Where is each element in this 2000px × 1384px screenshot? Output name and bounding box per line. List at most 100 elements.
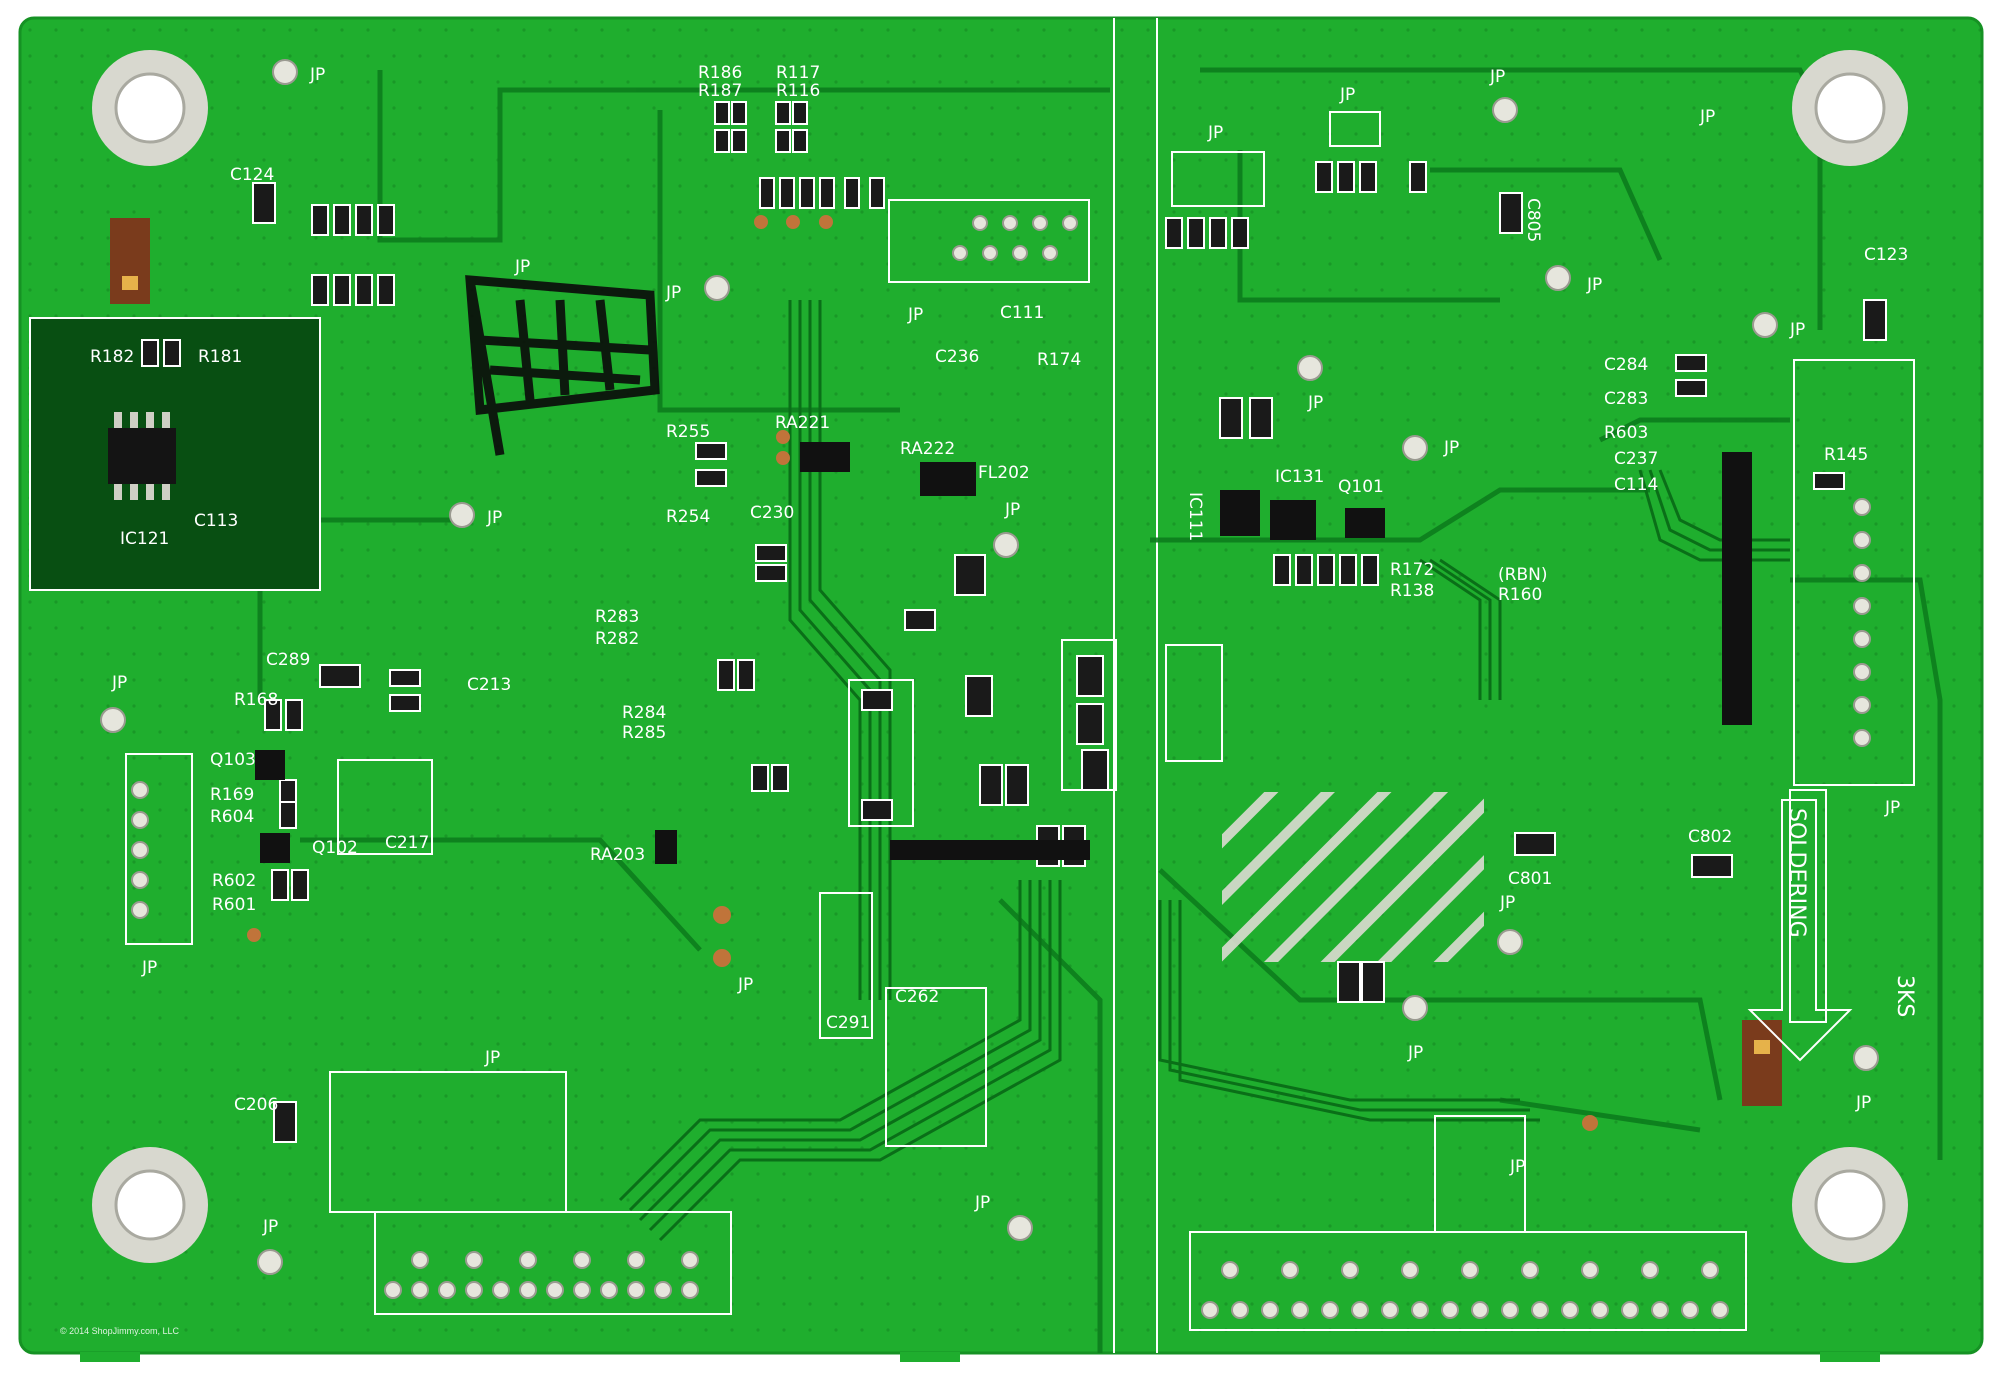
soldering-arrow-icon (1747, 799, 1853, 1062)
label-r603: R603 (1604, 423, 1648, 443)
label-r283: R283 (595, 607, 639, 627)
label-jp-25: JP (1509, 1157, 1525, 1177)
label-r145: R145 (1824, 445, 1868, 465)
label-c206: C206 (234, 1095, 278, 1115)
copyright-text: © 2014 ShopJimmy.com, LLC (60, 1326, 180, 1336)
label-c114: C114 (1614, 475, 1658, 495)
label-jp-18: JP (1499, 893, 1515, 913)
label-jp-7: JP (1489, 67, 1505, 87)
mounting-hole-tl (92, 50, 208, 166)
label-jp-13: JP (486, 508, 502, 528)
label-r186: R186 (698, 63, 742, 83)
mounting-hole-bl (92, 1147, 208, 1263)
label-jp-15: JP (111, 673, 127, 693)
label-r182: R182 (90, 347, 134, 367)
label-jp-10: JP (1789, 320, 1805, 340)
label-r138: R138 (1390, 581, 1434, 601)
label-c113: C113 (194, 511, 238, 531)
label-r601: R601 (212, 895, 256, 915)
label-q102: Q102 (312, 838, 358, 858)
label-q103: Q103 (210, 750, 256, 770)
label-c123: C123 (1864, 245, 1908, 265)
label-r117: R117 (776, 63, 820, 83)
label-r604: R604 (210, 807, 254, 827)
label-r174: R174 (1037, 350, 1081, 370)
silkscreen-outlines (125, 111, 1915, 1331)
label-jp-6: JP (1207, 123, 1223, 143)
label-ra222: RA222 (900, 439, 955, 459)
label-r160: R160 (1498, 585, 1542, 605)
label-jp-22: JP (484, 1048, 500, 1068)
label-jp-2: JP (514, 257, 530, 277)
label-jp-23: JP (974, 1193, 990, 1213)
test-point-brown-left (110, 218, 150, 304)
label-jp-12: JP (1443, 438, 1459, 458)
label-jp-14: JP (1004, 500, 1020, 520)
ic121-chip (108, 428, 176, 484)
label-ic111: IC111 (1185, 492, 1205, 541)
pcb-via-field (20, 18, 1982, 1353)
hatched-copper-area (1222, 792, 1484, 962)
label-r285: R285 (622, 723, 666, 743)
label-jp-17: JP (737, 975, 753, 995)
ink-marking (465, 275, 660, 456)
label-r172: R172 (1390, 560, 1434, 580)
label-jp-20: JP (1884, 798, 1900, 818)
label-c262: C262 (895, 987, 939, 1007)
label-jp-9: JP (1586, 275, 1602, 295)
transistors-and-chips (255, 442, 1752, 864)
label-ic131: IC131 (1275, 467, 1324, 487)
label-c289: C289 (266, 650, 310, 670)
label-jp-8: JP (1699, 107, 1715, 127)
label-rbn: (RBN) (1498, 565, 1547, 585)
label-r116: R116 (776, 81, 820, 101)
label-lot-mark: 3KS (1892, 975, 1917, 1017)
label-jp-5: JP (1339, 85, 1355, 105)
label-r181: R181 (198, 347, 242, 367)
label-c236: C236 (935, 347, 979, 367)
label-c237: C237 (1614, 449, 1658, 469)
label-c802: C802 (1688, 827, 1732, 847)
label-c283: C283 (1604, 389, 1648, 409)
label-jp-11: JP (1307, 393, 1323, 413)
label-q101: Q101 (1338, 477, 1384, 497)
label-jp-19: JP (1407, 1043, 1423, 1063)
label-c284: C284 (1604, 355, 1648, 375)
label-r168: R168 (234, 690, 278, 710)
label-c291: C291 (826, 1013, 870, 1033)
label-r187: R187 (698, 81, 742, 101)
label-jp-16: JP (141, 958, 157, 978)
label-r255: R255 (666, 422, 710, 442)
label-c801: C801 (1508, 869, 1552, 889)
label-jp-24: JP (262, 1217, 278, 1237)
label-c124: C124 (230, 165, 274, 185)
smd-components (141, 101, 1887, 1143)
label-c213: C213 (467, 675, 511, 695)
test-pads (100, 59, 1879, 1275)
label-fl202: FL202 (978, 463, 1030, 483)
label-jp-1: JP (309, 65, 325, 85)
label-jp-21: JP (1855, 1093, 1871, 1113)
label-jp-4: JP (907, 305, 923, 325)
label-ra203: RA203 (590, 845, 645, 865)
orange-pads (247, 215, 1598, 1131)
label-soldering: SOLDERING (1784, 808, 1809, 938)
label-r284: R284 (622, 703, 666, 723)
label-r169: R169 (210, 785, 254, 805)
label-c805: C805 (1523, 198, 1543, 242)
label-r282: R282 (595, 629, 639, 649)
ic121-pins (114, 412, 170, 500)
test-point-brown-right (1742, 1020, 1782, 1106)
label-c217: C217 (385, 833, 429, 853)
label-ra221: RA221 (775, 413, 830, 433)
label-ic121: IC121 (120, 529, 169, 549)
mounting-hole-tr (1792, 50, 1908, 166)
label-r602: R602 (212, 871, 256, 891)
connector-pins (131, 215, 1871, 1319)
label-jp-3: JP (665, 283, 681, 303)
mounting-hole-br (1792, 1147, 1908, 1263)
label-c230: C230 (750, 503, 794, 523)
label-c111: C111 (1000, 303, 1044, 323)
label-r254: R254 (666, 507, 710, 527)
